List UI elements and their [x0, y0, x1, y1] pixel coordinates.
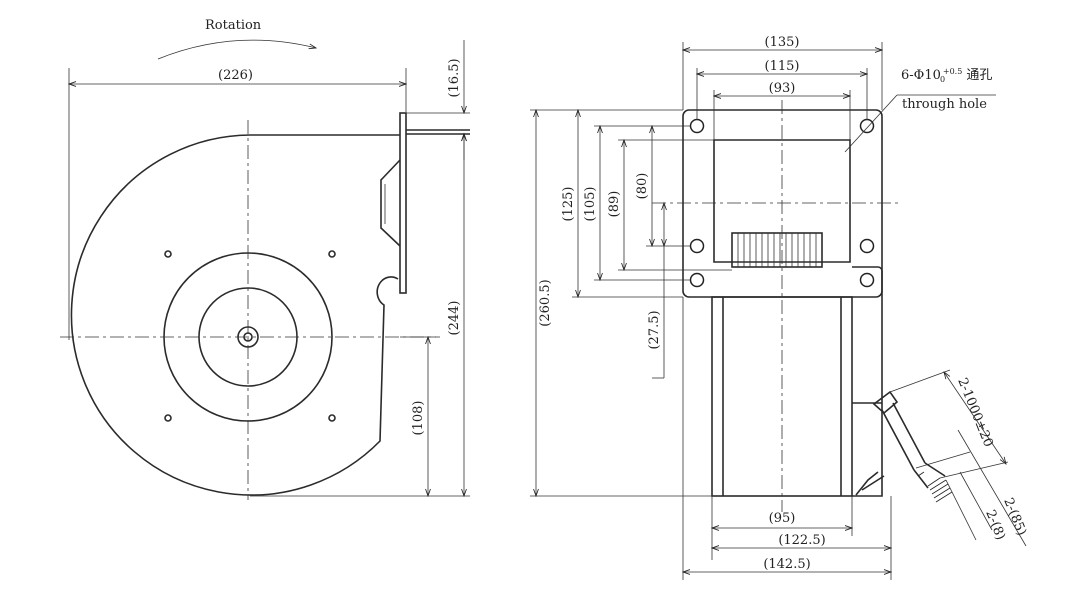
dim-244: (244)	[447, 301, 462, 336]
dim-89: (89)	[607, 191, 622, 218]
lead-wires	[855, 390, 953, 503]
scroll-housing	[70, 134, 400, 496]
rotation-label: Rotation	[205, 18, 262, 33]
front-view: Rotation (226) (16.5)	[60, 18, 470, 500]
dim-108: (108)	[411, 401, 426, 436]
dim-93: (93)	[769, 81, 796, 96]
dim-95: (95)	[769, 511, 796, 526]
dim-125: (125)	[561, 187, 576, 222]
hole-spec-en: through hole	[902, 97, 987, 112]
dim-135: (135)	[765, 35, 800, 50]
dim-226: (226)	[218, 68, 253, 83]
dim-122-5: (122.5)	[778, 533, 825, 548]
dim-105: (105)	[583, 187, 598, 222]
side-plate	[852, 266, 883, 497]
hole-tol-minus: 0	[940, 75, 945, 84]
outlet-opening	[713, 139, 851, 263]
dim-142-5: (142.5)	[763, 557, 810, 572]
dim-lead-length: 2-1000±20	[954, 376, 995, 449]
side-view: (135) (115) (93) (260.5) (125) (105) (89…	[530, 35, 1029, 580]
outlet-bracket	[380, 159, 401, 247]
impeller-blades	[731, 232, 823, 268]
dim-260-5: (260.5)	[538, 279, 553, 326]
dim-lead-8: 2-(8)	[982, 508, 1008, 542]
mounting-flange	[682, 109, 883, 298]
dim-115: (115)	[765, 59, 800, 74]
outlet-flange	[399, 112, 407, 294]
dim-16-5: (16.5)	[447, 58, 462, 97]
dim-80: (80)	[635, 173, 650, 200]
dim-27-5: (27.5)	[647, 310, 662, 349]
mounting-holes	[689, 118, 875, 288]
rotation-arrow	[157, 39, 316, 60]
